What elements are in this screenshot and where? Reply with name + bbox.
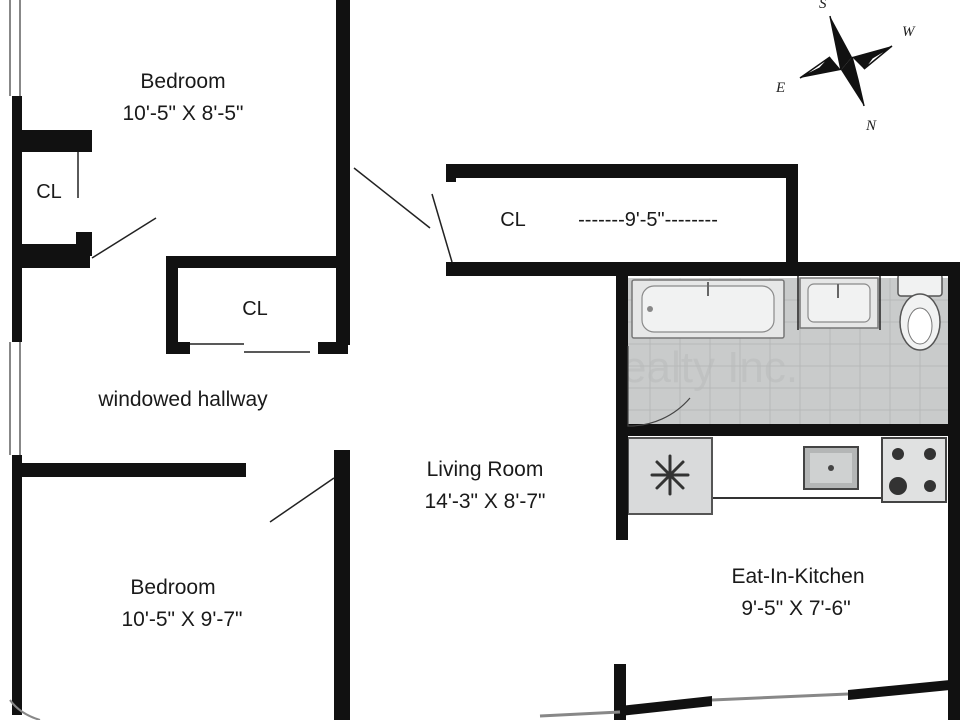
bedroom-top-dims: 10'-5" X 8'-5" [123, 102, 244, 125]
compass-east: E [775, 80, 785, 96]
living-room-dims: 14'-3" X 8'-7" [425, 490, 546, 513]
compass-west: W [902, 24, 916, 40]
hallway-label: windowed hallway [97, 388, 268, 411]
hall-closet-label: CL [242, 298, 268, 320]
bedroom-top-name: Bedroom [140, 70, 225, 93]
kitchen-name: Eat-In-Kitchen [731, 565, 864, 588]
living-room-name: Living Room [427, 458, 544, 481]
compass-north: N [865, 118, 877, 134]
long-closet-dimension: -------9'-5"-------- [578, 209, 718, 231]
watermark: ealty Inc. [622, 343, 798, 392]
toilet [897, 273, 943, 351]
compass-south: S [819, 0, 827, 12]
kitchen-dims: 9'-5" X 7'-6" [741, 597, 850, 620]
windows [9, 0, 41, 720]
walls [12, 0, 960, 720]
compass-rose: S W E N [775, 0, 916, 134]
bedroom-bottom-dims: 10'-5" X 9'-7" [122, 608, 243, 631]
bedroom-closet-label: CL [36, 181, 62, 203]
kitchen-sink [803, 446, 859, 490]
bathroom-sink [799, 277, 879, 329]
long-closet-label: CL [500, 209, 526, 231]
bathtub [631, 279, 785, 339]
stove [881, 437, 947, 503]
refrigerator [627, 437, 713, 515]
doors [91, 167, 691, 523]
bedroom-bottom-name: Bedroom [130, 576, 215, 599]
